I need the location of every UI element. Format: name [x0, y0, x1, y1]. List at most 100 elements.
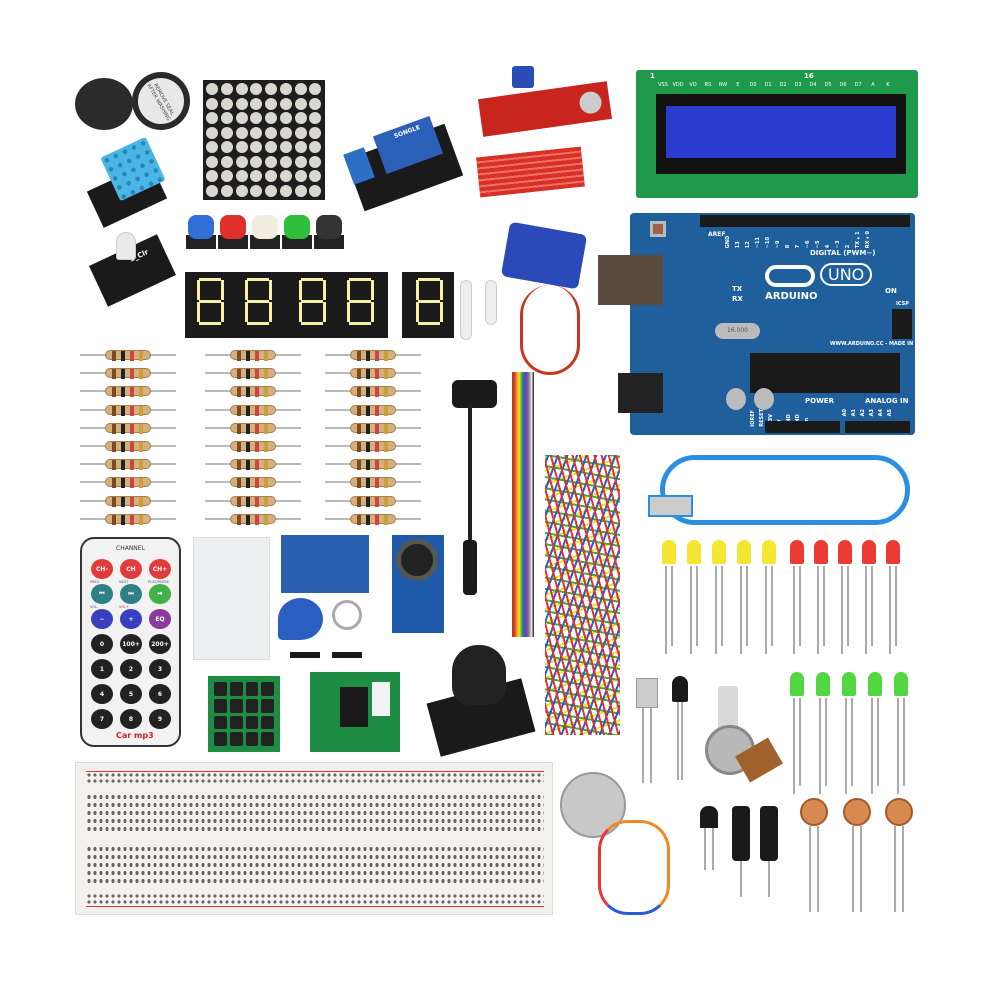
resistor-band [237, 496, 241, 507]
remote-button[interactable]: 0 [91, 634, 113, 654]
lcd-pin-last: 16 [804, 72, 814, 80]
segment [349, 278, 371, 281]
keypad-button[interactable] [261, 715, 274, 730]
resistor-body [230, 495, 276, 507]
matrix-dot [309, 112, 322, 124]
segment [349, 322, 371, 325]
remote-button[interactable]: 100+ [120, 634, 142, 654]
remote-button[interactable]: 8 [120, 709, 142, 729]
resistor-body [350, 459, 396, 471]
tactile-button-cap[interactable] [220, 215, 246, 239]
segment [299, 302, 302, 322]
keypad-button[interactable] [214, 715, 227, 730]
capacitor-leg [740, 861, 742, 897]
segment [301, 278, 323, 281]
remote-button[interactable]: CH [120, 559, 142, 579]
resistor-body [350, 441, 396, 452]
led-leg [721, 566, 723, 646]
sound-sensor-module [477, 81, 613, 137]
tactile-button-cap[interactable] [316, 215, 342, 239]
segment [418, 278, 440, 281]
ir-receiver [636, 678, 658, 708]
resistor-body [230, 441, 276, 452]
joystick-knob[interactable] [452, 645, 506, 705]
resistor-body [230, 513, 276, 525]
remote-button[interactable]: EQ [149, 609, 171, 629]
resistor-band [264, 387, 268, 398]
keypad-button[interactable] [245, 715, 259, 730]
resistor [205, 368, 301, 380]
digital-pin-label: 7 [795, 244, 801, 249]
remote-button[interactable]: 4 [91, 684, 113, 704]
remote-button[interactable]: 5 [120, 684, 142, 704]
remote-button[interactable]: 9 [149, 709, 171, 729]
segment [245, 280, 248, 300]
remote-button[interactable]: 2 [120, 659, 142, 679]
keypad-button[interactable] [245, 732, 259, 746]
resistor-band [357, 351, 361, 361]
keypad-button[interactable] [245, 698, 259, 713]
lcd-pin-label: RW [718, 82, 728, 88]
led-leg [895, 566, 897, 646]
buzzer-sticker: REMOVE SEAL AFTER WASHING [129, 69, 193, 133]
resistor-band [246, 369, 250, 380]
resistor-body [105, 477, 151, 489]
keypad-button[interactable] [229, 682, 243, 696]
led [886, 540, 900, 654]
remote-button[interactable]: 1 [91, 659, 113, 679]
tactile-button-cap[interactable] [252, 215, 278, 239]
keypad-button[interactable] [229, 732, 243, 746]
remote-button[interactable]: CH+ [149, 559, 171, 579]
resistor-band [112, 369, 116, 380]
led-leg [871, 566, 873, 646]
keypad-button[interactable] [229, 698, 243, 713]
on-label: ON [885, 287, 897, 295]
matrix-dot [309, 126, 322, 139]
resistor-band [375, 405, 379, 416]
microphone [578, 90, 603, 116]
keypad-button[interactable] [214, 682, 227, 696]
resistor-body [230, 404, 276, 416]
tactile-button-cap[interactable] [284, 215, 310, 239]
lcd-pin-label: VSS [658, 82, 668, 88]
remote-button[interactable]: ⏯ [149, 584, 171, 604]
resistor-body [230, 422, 276, 434]
keypad-button[interactable] [229, 715, 243, 730]
reset-button[interactable] [650, 221, 666, 237]
resistor-band [130, 351, 134, 361]
keypad-button[interactable] [261, 682, 274, 696]
resistor-band [246, 405, 250, 416]
remote-button[interactable]: ⏭ [120, 584, 142, 604]
remote-button[interactable]: + [120, 609, 142, 629]
remote-button[interactable]: − [91, 609, 113, 629]
keypad-button[interactable] [245, 682, 259, 696]
tactile-button-cap[interactable] [188, 215, 214, 239]
remote-button[interactable]: CH- [91, 559, 113, 579]
potentiometer-shaft[interactable] [718, 686, 738, 731]
led-leg [897, 698, 899, 794]
resistor-body [105, 350, 151, 361]
push-buttons [186, 213, 346, 251]
remote-button[interactable]: 6 [149, 684, 171, 704]
remote-button[interactable]: 7 [91, 709, 113, 729]
resistor-band [139, 478, 143, 489]
resistor [325, 386, 421, 398]
keypad-button[interactable] [261, 732, 274, 746]
resistor-band [366, 460, 370, 471]
remote-button[interactable]: 200+ [149, 634, 171, 654]
keypad-button[interactable] [261, 698, 274, 713]
resistor-body [105, 386, 151, 398]
resistor-band [366, 351, 370, 361]
remote-button[interactable]: 3 [149, 659, 171, 679]
icsp-label: ICSP [896, 301, 909, 307]
keypad-button[interactable] [214, 698, 227, 713]
resistor-band [237, 405, 241, 416]
keypad-button[interactable] [214, 732, 227, 746]
resistor [325, 350, 421, 361]
segment [418, 300, 440, 303]
led-cap [737, 540, 751, 564]
digital-pin-label: ~10 [765, 237, 771, 249]
remote-button[interactable]: ⏮ [91, 584, 113, 604]
led-leg [765, 566, 767, 654]
seven-segment-4-digit [185, 272, 388, 338]
